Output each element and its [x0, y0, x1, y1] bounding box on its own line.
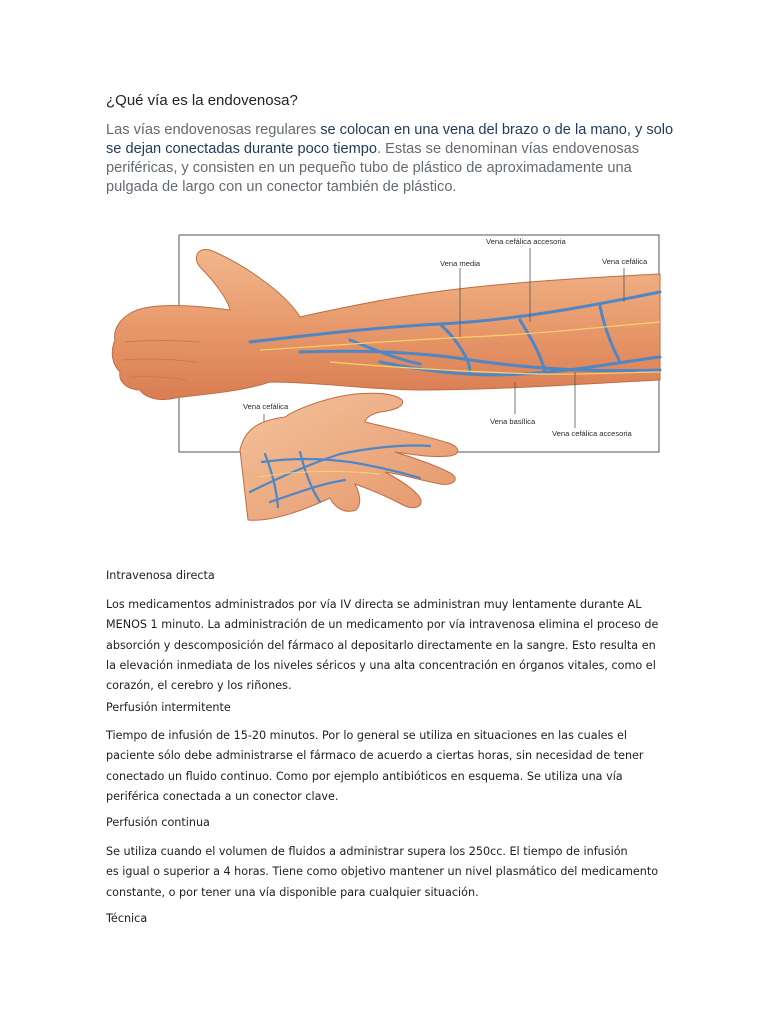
hand-shape [239, 392, 459, 521]
paragraph-line: conectado un fluido continuo. Como por e… [106, 769, 623, 783]
forearm-veins [248, 290, 662, 377]
forearm-nerves [259, 321, 661, 375]
section-heading-tecnica: Técnica [106, 912, 148, 925]
intro-paragraph: Las vías endovenosas regulares se coloca… [106, 121, 678, 197]
label-vena-cefalica-top: Vena cefálica [602, 257, 648, 266]
paragraph-line: la elevación inmediata de los niveles sé… [106, 658, 656, 672]
paragraph-line: constante, o por tener una vía disponibl… [106, 885, 479, 899]
section-paragraph-intravenosa-directa: Los medicamentos administrados por vía I… [106, 595, 666, 696]
label-vena-cefalica-accesoria-top: Vena cefálica accesoria [486, 237, 566, 246]
arm-veins-illustration: Vena cefálica accesoria Vena media Vena … [0, 222, 768, 557]
paragraph-line: paciente sólo debe administrarse el fárm… [106, 749, 644, 763]
paragraph-line: periférica conectada a un conector clave… [106, 789, 339, 803]
paragraph-line: Se utiliza cuando el volumen de fluidos … [106, 845, 628, 858]
forearm-shape [111, 248, 661, 401]
paragraph-line: absorción y descomposición del fármaco a… [106, 638, 656, 652]
label-vena-cefalica-hand: Vena cefálica [243, 402, 289, 411]
label-vena-basilica: Vena basílica [490, 417, 536, 426]
question-heading: ¿Qué vía es la endovenosa? [106, 92, 298, 109]
paragraph-line: corazón, el cerebro y los riñones. [106, 679, 292, 693]
paragraph-line: Tiempo de infusión de 15-20 minutos. Por… [106, 729, 627, 742]
section-heading-perfusion-continua: Perfusión continua [106, 816, 210, 829]
arm-veins-drawing [111, 234, 662, 521]
paragraph-line: MENOS 1 minuto. La administración de un … [106, 618, 659, 632]
hand-veins [248, 444, 432, 509]
section-heading-intravenosa-directa: Intravenosa directa [106, 569, 215, 582]
section-heading-perfusion-intermitente: Perfusión intermitente [106, 701, 231, 714]
intro-highlight: se colocan en una vena del brazo o de la… [106, 122, 674, 157]
paragraph-line: es igual o superior a 4 horas. Tiene com… [106, 865, 659, 879]
intro-text-start: Las vías endovenosas regulares [106, 122, 321, 138]
paragraph-line: Los medicamentos administrados por vía I… [106, 598, 642, 611]
label-vena-media: Vena media [440, 259, 481, 268]
section-paragraph-perfusion-intermitente: Tiempo de infusión de 15-20 minutos. Por… [106, 726, 666, 807]
intro-text-end: . Estas se denominan vías endovenosas pe… [106, 141, 640, 195]
section-paragraph-perfusion-continua: Se utiliza cuando el volumen de fluidos … [106, 842, 666, 903]
label-vena-cefalica-accesoria-bottom: Vena cefálica accesoria [552, 429, 632, 438]
